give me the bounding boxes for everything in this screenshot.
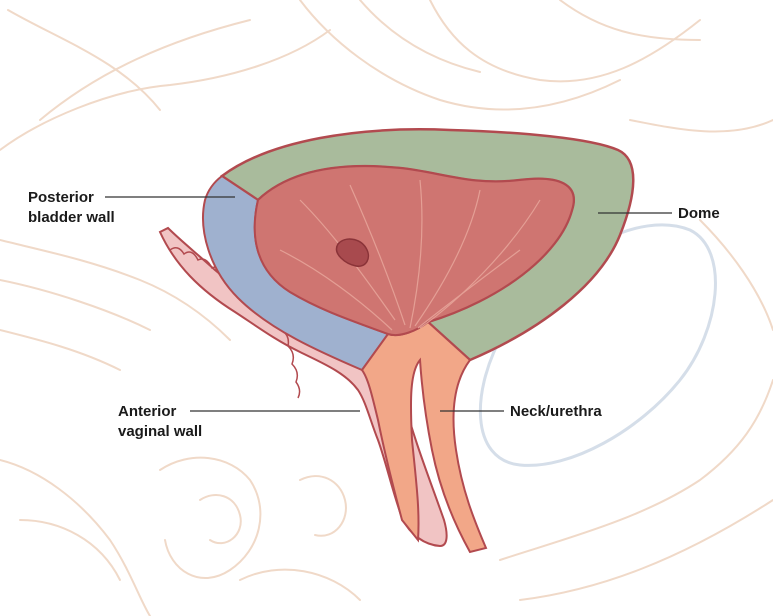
posterior-label-line1: Posterior <box>28 188 115 208</box>
anterior-label-line1: Anterior <box>118 402 202 422</box>
neck-urethra-label: Neck/urethra <box>510 402 602 422</box>
posterior-label-line2: bladder wall <box>28 208 115 228</box>
dome-label: Dome <box>678 204 720 224</box>
dome-label-text: Dome <box>678 204 720 224</box>
anterior-label-line2: vaginal wall <box>118 422 202 442</box>
neck-label-text: Neck/urethra <box>510 402 602 422</box>
posterior-bladder-wall-label: Posterior bladder wall <box>28 188 115 228</box>
anterior-vaginal-wall-label: Anterior vaginal wall <box>118 402 202 442</box>
